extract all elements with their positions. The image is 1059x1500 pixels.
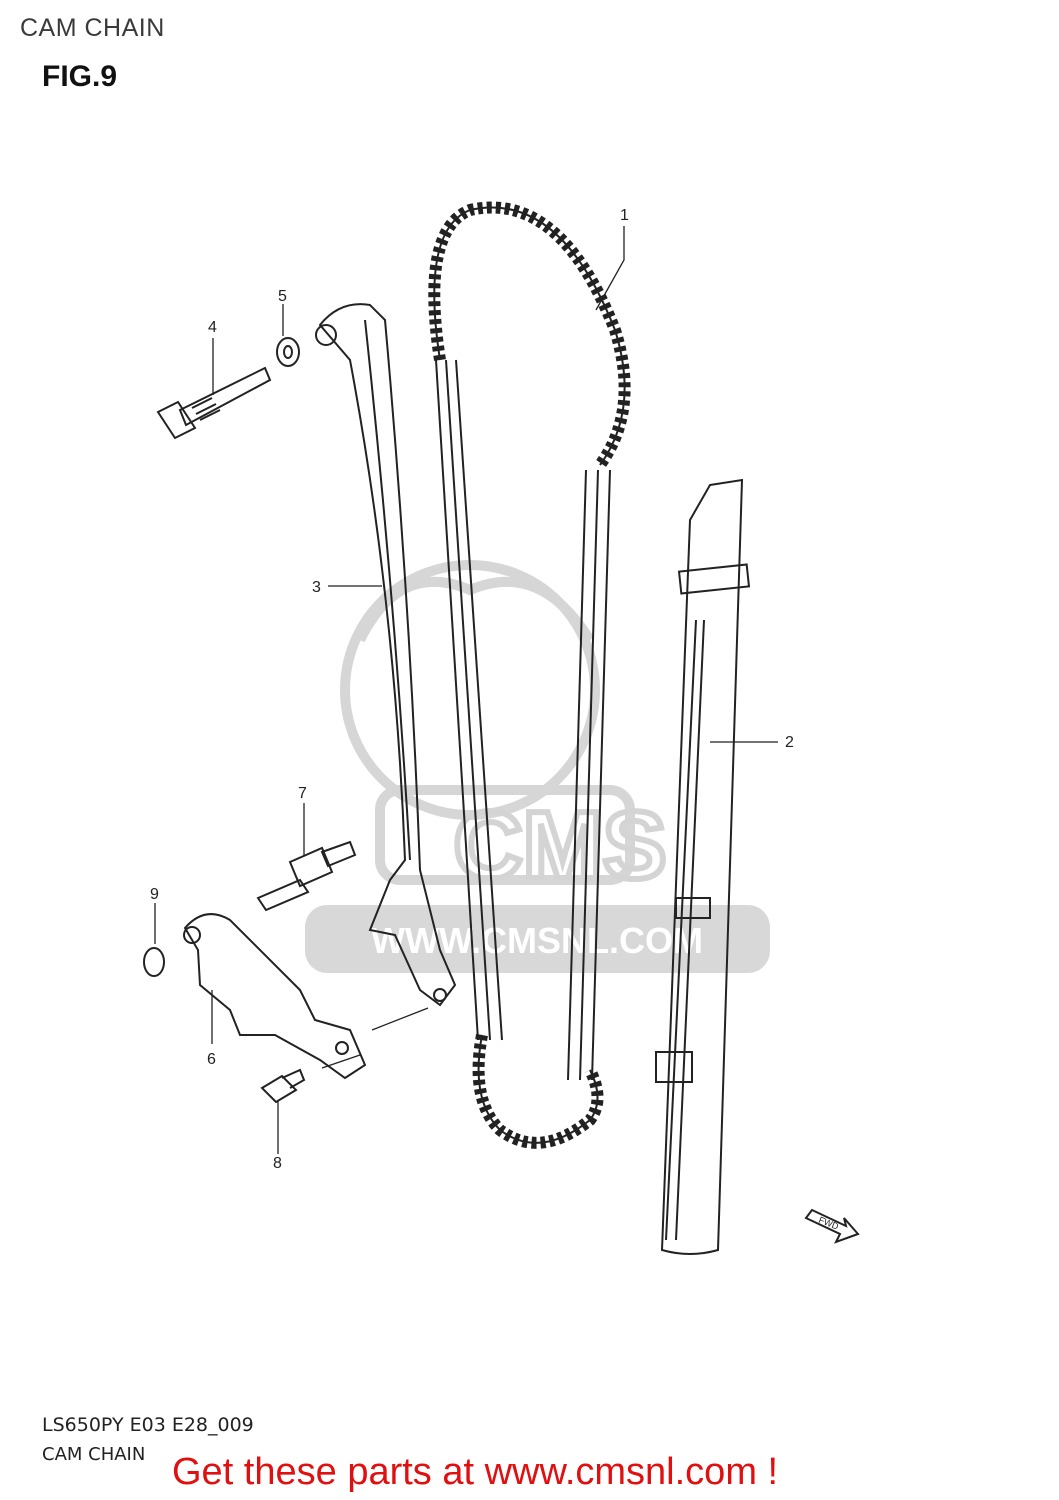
cam-chain xyxy=(428,201,631,1149)
callout-5: 5 xyxy=(278,288,287,305)
circlip-9 xyxy=(143,947,165,977)
leader-lines xyxy=(154,226,778,1154)
callout-7: 7 xyxy=(298,785,307,802)
page-title: CAM CHAIN xyxy=(20,14,165,42)
diagram-code: LS650PY E03 E28_009 xyxy=(42,1414,254,1436)
callout-4: 4 xyxy=(208,319,217,336)
figure-label: FIG.9 xyxy=(42,60,118,93)
chain-tensioner-guide xyxy=(315,303,457,1007)
washer-5 xyxy=(276,337,300,367)
bolt-8 xyxy=(260,1068,306,1104)
chain-guide xyxy=(655,478,751,1255)
watermark-text: WWW.CMSNL.COM xyxy=(371,920,703,961)
callout-9: 9 xyxy=(150,886,159,903)
bolt-4 xyxy=(156,366,272,440)
footer-title: CAM CHAIN xyxy=(42,1444,146,1465)
promo-link[interactable]: Get these parts at www.cmsnl.com ! xyxy=(172,1451,779,1493)
callout-8: 8 xyxy=(273,1155,282,1172)
forward-arrow-icon: FWD xyxy=(804,1208,860,1244)
watermark-banner: WWW.CMSNL.COM CMS xyxy=(305,789,770,973)
callout-3: 3 xyxy=(312,579,321,596)
bolt-7 xyxy=(256,840,357,912)
callout-6: 6 xyxy=(207,1051,216,1068)
callout-2: 2 xyxy=(785,734,794,751)
tensioner-adjuster-6 xyxy=(183,913,367,1080)
callout-1: 1 xyxy=(620,207,629,224)
